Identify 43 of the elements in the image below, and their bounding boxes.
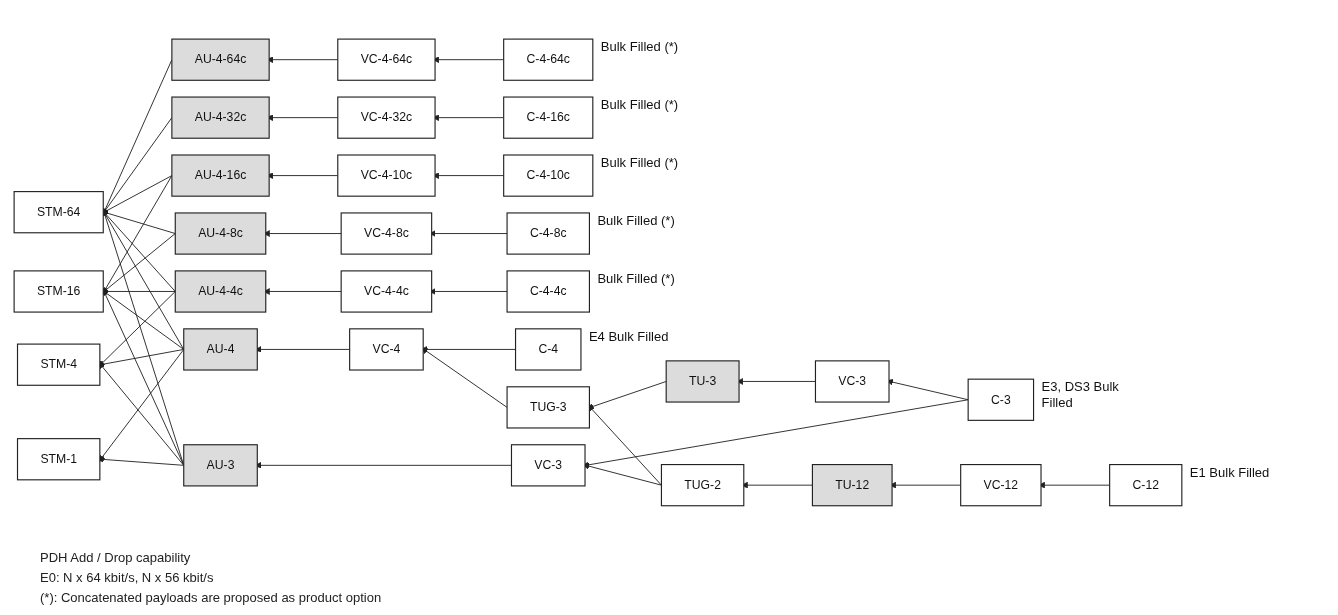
note-text: E0: N x 64 kbit/s, N x 56 kbit/s <box>40 569 214 587</box>
node-box: TU-3 <box>665 360 740 403</box>
node-box: C-3 <box>967 378 1035 421</box>
node-box: AU-3 <box>183 444 258 487</box>
node-annotation: Bulk Filled (*) <box>600 97 679 114</box>
node-box: VC-4 <box>349 328 424 371</box>
node-box: AU-4-16c <box>171 154 270 197</box>
node-box: VC-4-4c <box>340 270 433 313</box>
node-box: C-4-8c <box>506 212 590 255</box>
node-box: STM-16 <box>13 270 104 313</box>
node-box: AU-4-64c <box>171 38 270 81</box>
node-box: C-4-4c <box>506 270 590 313</box>
node-box: AU-4-8c <box>174 212 267 255</box>
node-box: STM-4 <box>16 343 101 386</box>
node-box: C-4-16c <box>503 96 594 139</box>
node-annotation: E1 Bulk Filled <box>1189 464 1270 481</box>
node-annotation: E4 Bulk Filled <box>588 328 669 345</box>
node-box: AU-4-32c <box>171 96 270 139</box>
note-text: PDH Add / Drop capability <box>40 549 191 567</box>
node-box: VC-4-32c <box>337 96 436 139</box>
node-box: TUG-2 <box>660 464 745 507</box>
node-box: AU-4-4c <box>174 270 267 313</box>
node-box: TUG-3 <box>506 386 590 429</box>
node-box: VC-3 <box>814 360 890 403</box>
node-box: STM-64 <box>13 191 104 234</box>
node-box: STM-1 <box>16 438 101 481</box>
node-box: VC-4-10c <box>337 154 436 197</box>
node-box: C-4-64c <box>503 38 594 81</box>
node-annotation: E3, DS3 Bulk Filled <box>1041 379 1120 412</box>
node-annotation: Bulk Filled (*) <box>600 39 679 56</box>
node-box: C-4-10c <box>503 154 594 197</box>
node-annotation: Bulk Filled (*) <box>600 155 679 172</box>
node-box: VC-4-8c <box>340 212 433 255</box>
node-box: C-4 <box>514 328 582 371</box>
note-text: (*): Concatenated payloads are proposed as product option <box>40 589 382 607</box>
node-annotation: Bulk Filled (*) <box>597 213 675 229</box>
node-box: VC-4-64c <box>337 38 436 81</box>
node-box: C-12 <box>1109 464 1183 507</box>
node-box: AU-4 <box>183 328 258 371</box>
node-box: VC-12 <box>960 464 1042 507</box>
node-box: TU-12 <box>811 464 893 507</box>
node-box: VC-3 <box>510 444 586 487</box>
node-annotation: Bulk Filled (*) <box>597 270 675 287</box>
